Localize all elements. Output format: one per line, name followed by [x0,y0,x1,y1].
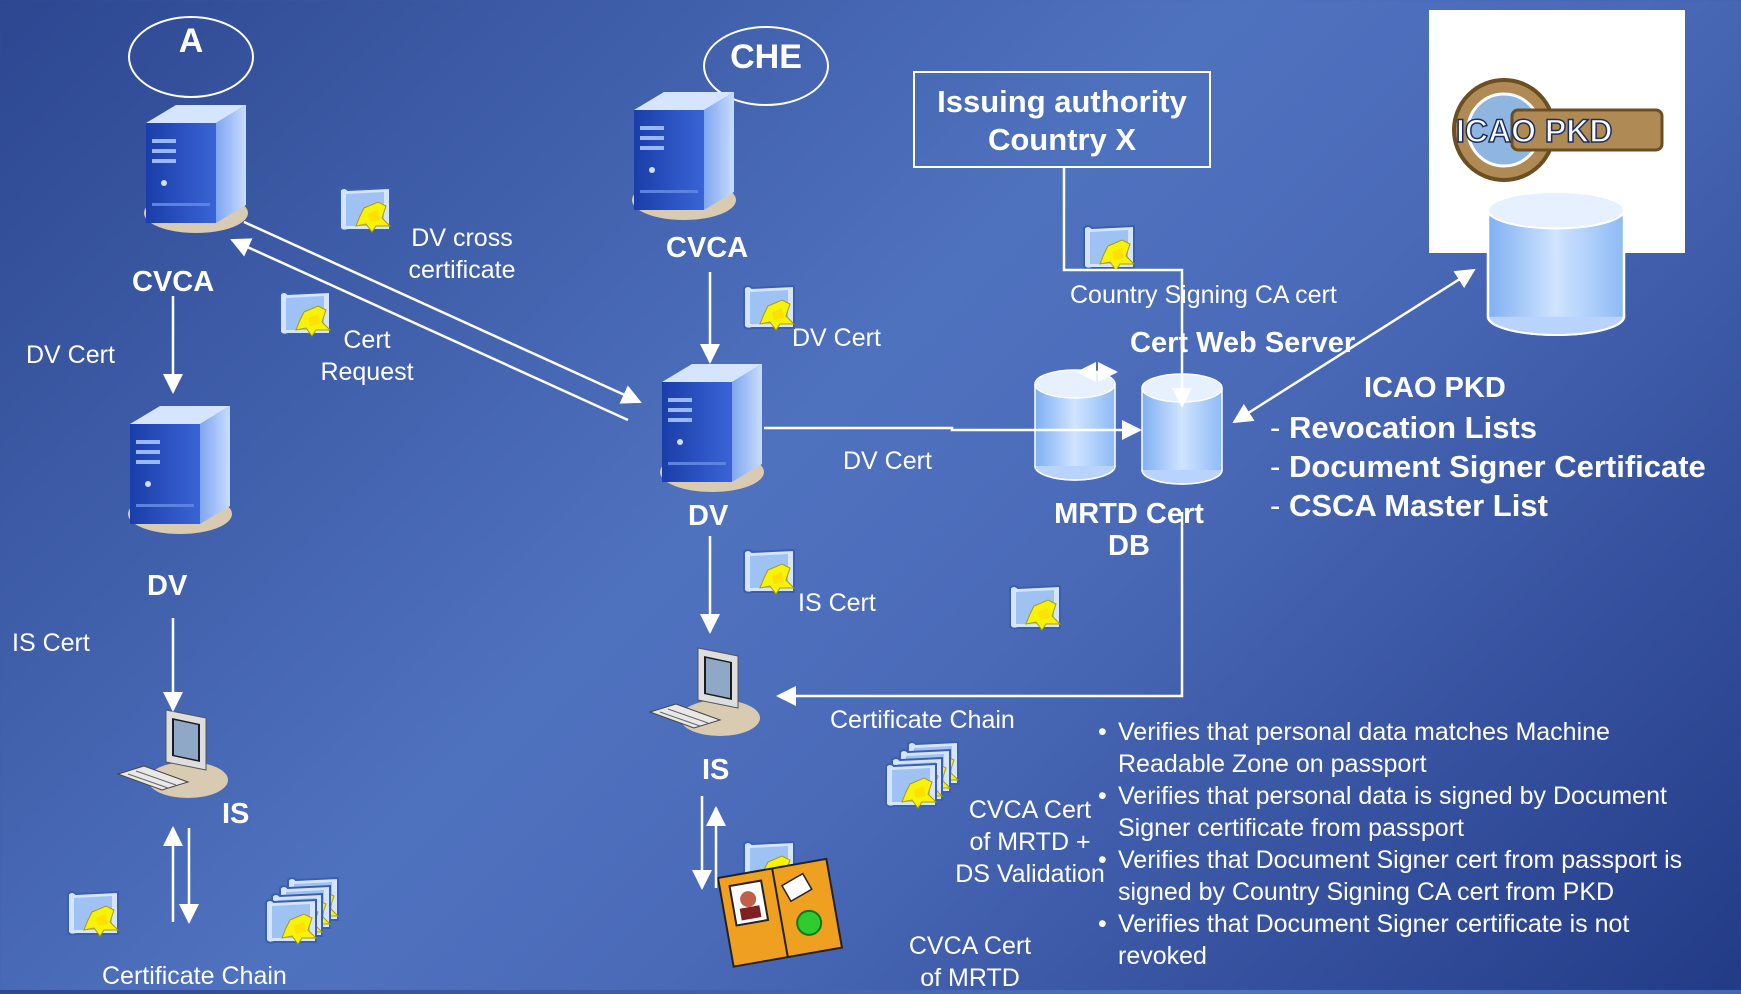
cvca-cert-mrtd-label: CVCA Cert of MRTD [908,932,1032,992]
cert-request-label: Cert Request [320,326,414,386]
dv-server-a-icon [128,406,232,534]
left-cvca-label: CVCA [132,266,215,298]
cvca-server-che-icon [632,92,736,220]
arrow-issuing-to-cert-web-server [1062,168,1192,408]
arrow-dv-to-cert-web-server [764,420,1142,440]
mrtd-cert-db-icon [1034,369,1116,481]
left-dv-cert-label: DV Cert [26,341,115,369]
left-cert-chain-label: Certificate Chain [102,962,287,990]
dv-cert-right-label: DV Cert [843,447,932,475]
left-dv-label: DV [147,570,188,602]
dv-cross-cert-icon [339,187,391,233]
is-cert-che-icon [743,549,795,595]
country-a-ellipse [128,16,254,98]
icao-pkd-item: - CSCA Master List [1270,488,1548,523]
icao-pkd-db-icon [1486,190,1626,337]
country-che-ellipse [703,26,829,106]
svg-text:ICAO PKD: ICAO PKD [1456,113,1612,149]
icao-pkd-list: - Revocation Lists - Document Signer Cer… [1270,408,1706,525]
passport-icon [716,857,844,968]
issuing-authority-box: Issuing authority Country X [913,71,1211,168]
arrow-cert-chain-to-is [776,512,1184,706]
cert-chain-left-icon [266,878,338,944]
dv-server-che-icon [660,364,764,492]
che-is-cert-label: IS Cert [798,589,876,617]
icao-pkd-logo: ICAO PKD [1452,78,1664,182]
che-cert-chain-label: Certificate Chain [830,706,1015,734]
is-computer-che-icon [649,647,761,737]
che-dv-label: DV [688,500,729,532]
left-is-label: IS [222,798,250,830]
verification-item: •Verifies that Document Signer cert from… [1098,846,1683,906]
verification-item: •Verifies that personal data matches Mac… [1098,718,1610,778]
che-cvca-label: CVCA [666,232,749,264]
che-is-label: IS [702,754,730,786]
is-computer-a-icon [117,709,229,799]
cvca-server-a-icon [144,105,248,233]
dv-cert-che-icon [743,285,795,331]
arrow-icao-pkd-sync [1232,268,1476,424]
mrtd-cert-icon [1009,585,1061,631]
cert-chain-che-icon [886,742,958,808]
country-a-label: A [178,22,204,60]
che-dv-cert-label: DV Cert [792,324,881,352]
left-is-cert-label: IS Cert [12,629,90,657]
country-signing-cert-icon [1083,225,1135,271]
arrow-dv-cross-cert [243,220,642,404]
verification-item: •Verifies that personal data is signed b… [1098,782,1667,842]
cert-request-icon [279,291,331,337]
verification-list: •Verifies that personal data matches Mac… [1098,716,1738,972]
dv-cross-cert-label: DV cross certificate [408,224,516,284]
cert-left-icon [67,891,119,937]
icao-pkd-item: - Document Signer Certificate [1270,449,1706,484]
verification-item: •Verifies that Document Signer certifica… [1098,910,1630,970]
mrtd-cert-db-label: MRTD Cert DB [1054,498,1204,562]
arrow-cert-request [230,238,629,422]
country-che-label: CHE [730,38,802,76]
cvca-cert-mrtd-ds-label: CVCA Cert of MRTD + DS Validation [955,796,1105,888]
